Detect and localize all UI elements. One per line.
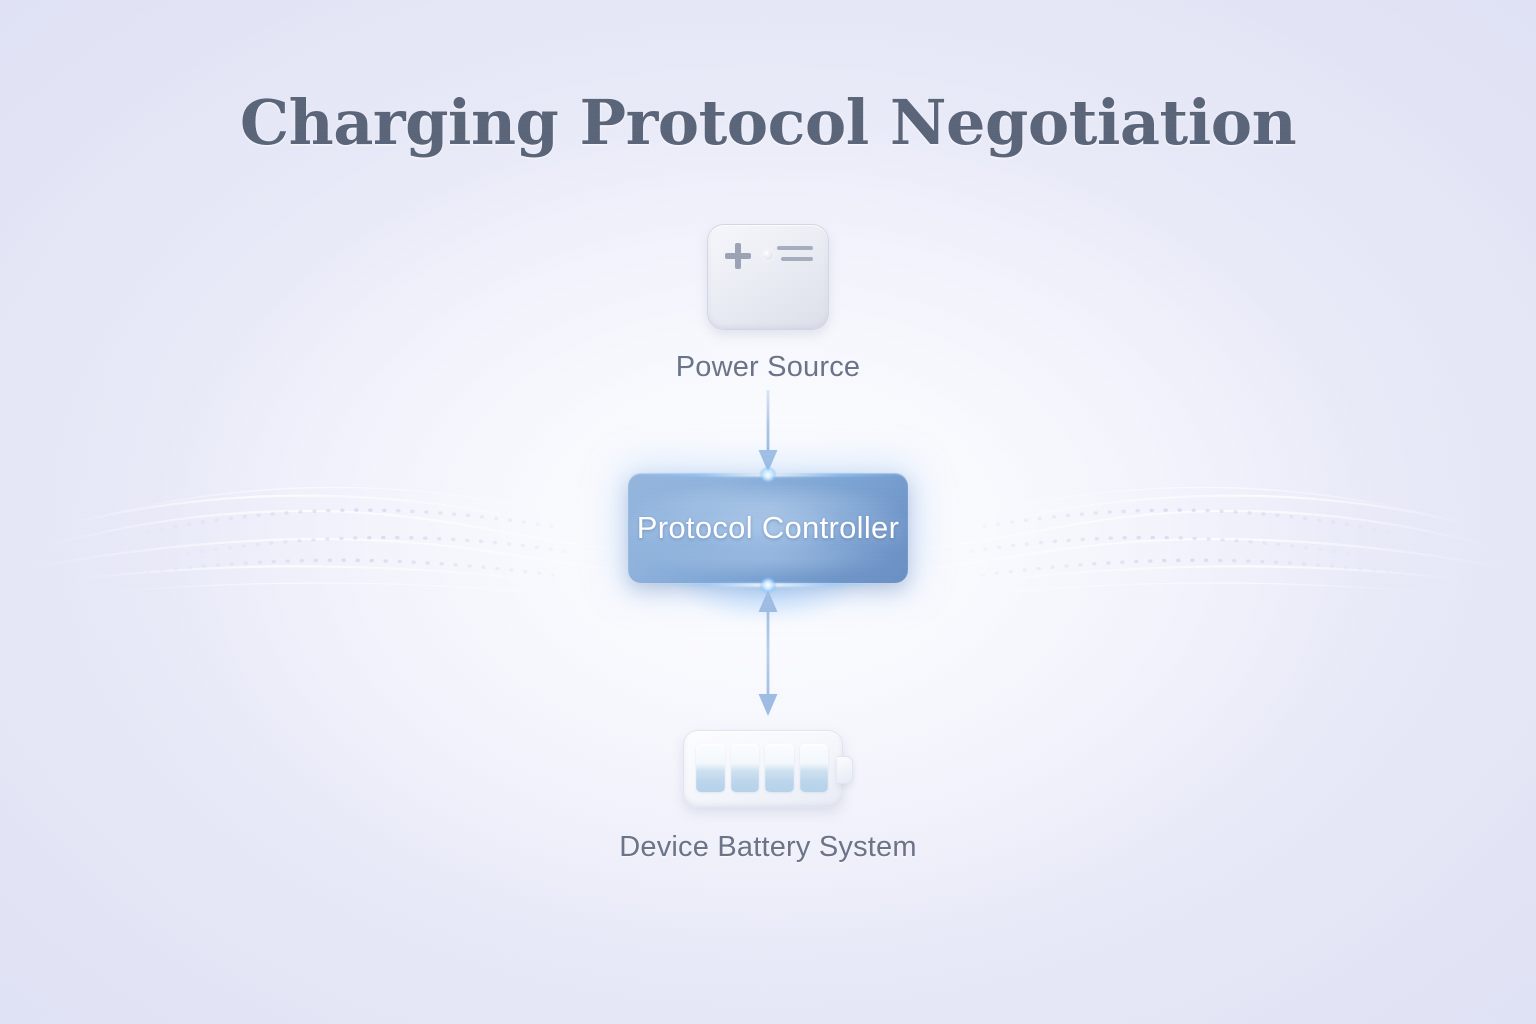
plus-icon — [725, 243, 751, 269]
node-power-source-label: Power Source — [675, 351, 861, 383]
battery-terminal-nub — [837, 756, 853, 784]
battery-icon — [683, 730, 853, 808]
battery-cell — [696, 744, 725, 792]
indicator-dot-icon — [763, 250, 773, 260]
node-device-battery-system-label: Device Battery System — [619, 831, 917, 863]
node-device-battery-system[interactable]: Device Battery System — [0, 730, 1536, 864]
node-power-source[interactable]: Power Source — [0, 224, 1536, 384]
connector-controller-to-battery — [0, 588, 1536, 718]
battery-cell — [730, 744, 759, 792]
hub-glow-bottom-halo — [618, 550, 918, 620]
hub-glow-bottom — [618, 577, 918, 593]
equals-icon — [777, 246, 813, 261]
battery-cell — [765, 744, 794, 792]
battery-cells — [696, 744, 828, 792]
power-adapter-icon — [707, 224, 829, 330]
node-protocol-controller[interactable]: Protocol Controller — [628, 473, 908, 583]
node-protocol-controller-label: Protocol Controller — [636, 510, 900, 545]
connector-power-to-controller — [0, 390, 1536, 476]
page-title: Charging Protocol Negotiation — [239, 86, 1297, 159]
battery-cell — [799, 744, 828, 792]
